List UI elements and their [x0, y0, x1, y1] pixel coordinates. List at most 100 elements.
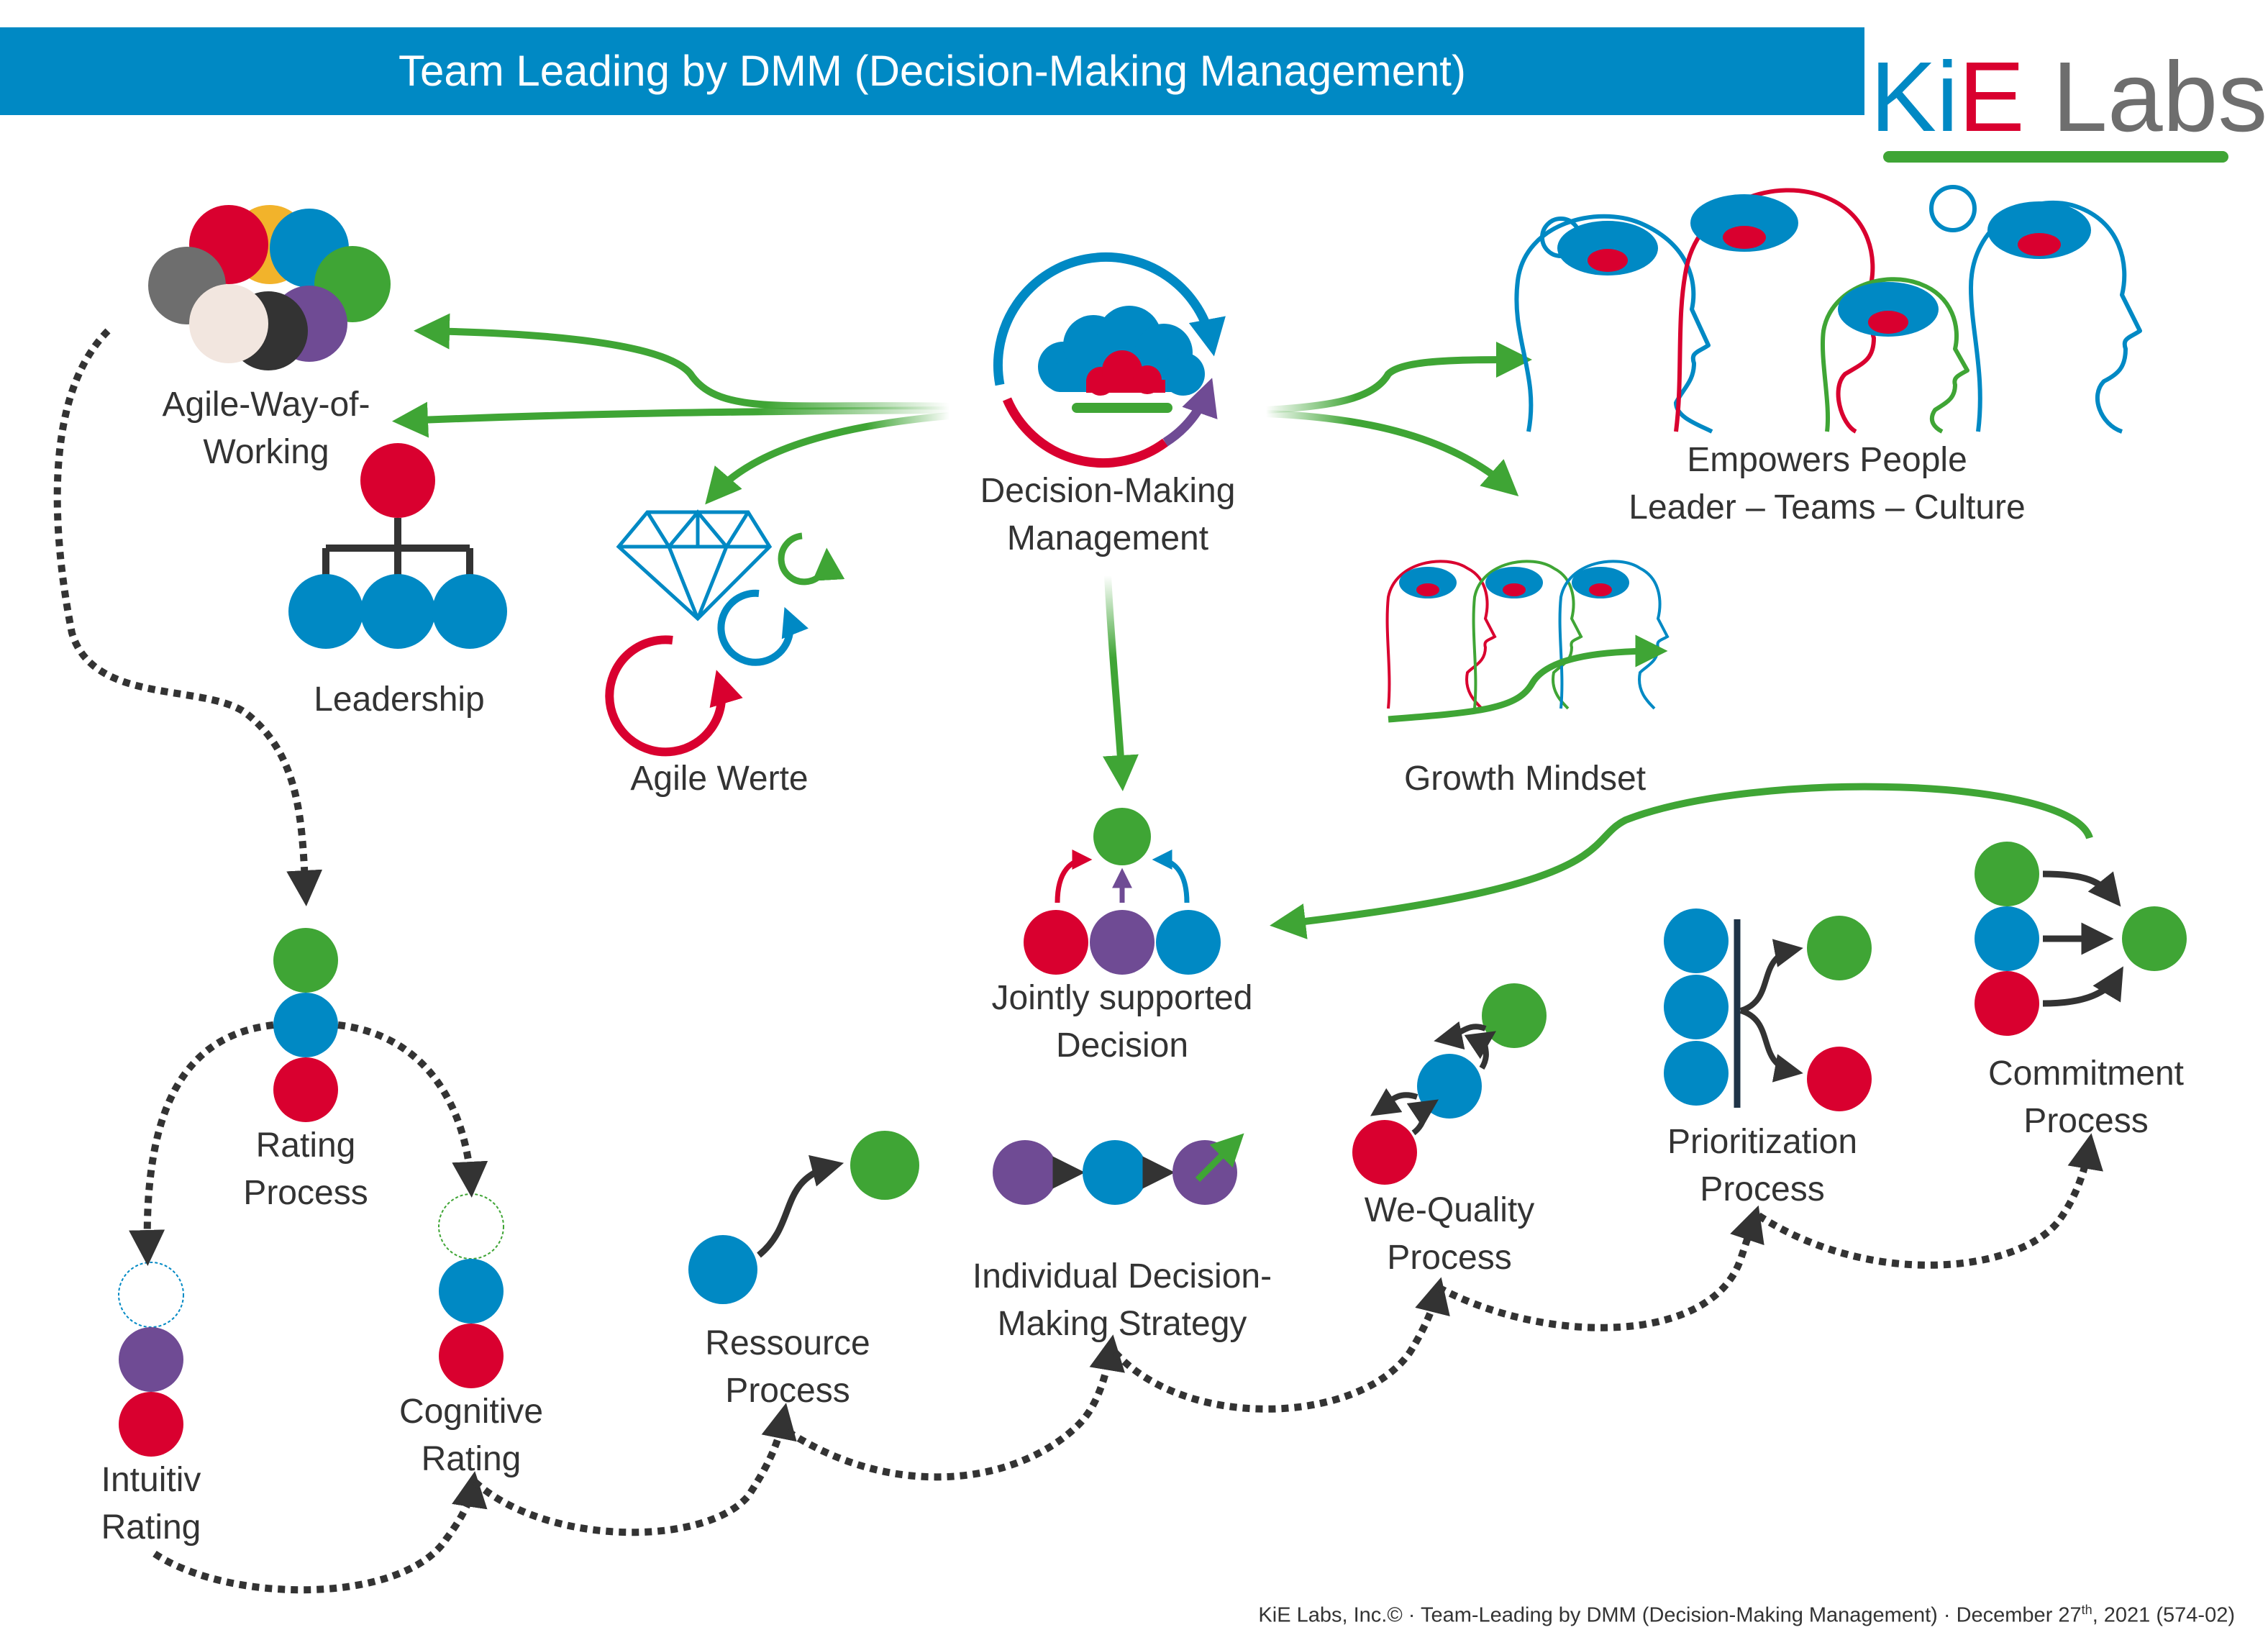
head-outline-red-icon — [1385, 560, 1497, 710]
head-outline-blue-icon — [1558, 560, 1670, 710]
head-green-icon — [1820, 277, 1969, 434]
footer-text-end: , 2021 (574-02) — [2092, 1603, 2235, 1627]
dotted-rating-to-cognitive — [337, 1021, 488, 1198]
label-jointly-line2: Decision — [1055, 1026, 1189, 1065]
individual-strategy-icon — [993, 1133, 1244, 1205]
label-cognitive: Cognitive Rating — [360, 1388, 583, 1483]
arrow-to-agile-werte — [705, 412, 950, 505]
label-growth-line1: Growth Mindset — [1403, 760, 1647, 798]
dmm-arrows — [392, 313, 2093, 939]
dotted-connectors — [53, 328, 2103, 1594]
label-intuitiv: Intuitiv Rating — [50, 1457, 252, 1552]
label-cognitive-line1: Cognitive — [399, 1393, 544, 1431]
label-ressource-line1: Ressource — [705, 1324, 870, 1362]
label-individual-line2: Making Strategy — [997, 1305, 1247, 1343]
footer-text: KiE Labs, Inc.© · Team-Leading by DMM (D… — [1258, 1603, 2082, 1627]
head-outline-green-icon — [1472, 560, 1583, 710]
label-ressource: Ressource Process — [669, 1320, 906, 1415]
label-wequality: We-Quality Process — [1331, 1187, 1568, 1282]
label-rating-line1: Rating — [255, 1126, 356, 1165]
dotted-intuitiv-to-cognitive — [152, 1471, 488, 1594]
brain-cloud-icon — [1038, 306, 1205, 413]
label-empowers: Empowers People Leader – Teams – Culture — [1582, 437, 2072, 532]
dotted-prioritization-to-commitment — [1757, 1133, 2103, 1269]
prioritization-icon — [1664, 908, 1872, 1111]
label-cognitive-line2: Rating — [421, 1440, 522, 1478]
footer-sup: th — [2081, 1603, 2092, 1617]
arrow-to-agile-way-top — [414, 313, 950, 410]
label-dmm: Decision-Making Management — [949, 468, 1266, 563]
page-title: Team Leading by DMM (Decision-Making Man… — [399, 47, 1466, 95]
logo-ki: Ki — [1870, 42, 1959, 152]
label-agile-way-line1: Agile-Way-of- — [162, 386, 370, 424]
commitment-icon — [1975, 842, 2187, 1036]
rating-process-icon — [273, 928, 338, 1122]
label-ressource-line2: Process — [725, 1372, 850, 1410]
empowers-people-icon — [1514, 185, 2142, 434]
label-prioritization: Prioritization Process — [1626, 1119, 1899, 1213]
jointly-icon — [1024, 808, 1221, 975]
dotted-wequality-to-prioritization — [1436, 1205, 1764, 1331]
intuitiv-rating-icon — [118, 1262, 184, 1457]
red-cycle-icon — [605, 635, 743, 757]
kie-labs-logo: KiE Labs — [1870, 42, 2267, 163]
agile-werte-icon — [605, 509, 845, 757]
label-empowers-line2: Leader – Teams – Culture — [1629, 488, 2026, 527]
footer: KiE Labs, Inc.© · Team-Leading by DMM (D… — [1258, 1603, 2235, 1628]
label-agile-werte: Agile Werte — [590, 755, 849, 803]
arrow-to-agile-way-bottom — [392, 401, 950, 438]
label-commitment-line1: Commitment — [1987, 1055, 2185, 1093]
label-jointly-line1: Jointly supported — [991, 979, 1253, 1017]
label-rating-line2: Process — [243, 1174, 368, 1212]
label-commitment-line2: Process — [2023, 1102, 2149, 1140]
dotted-rating-to-intuitiv — [129, 1021, 274, 1266]
label-agile-way-line2: Working — [203, 433, 329, 471]
arrow-to-empowers — [1265, 342, 1532, 414]
label-rating: Rating Process — [201, 1122, 410, 1217]
label-individual-line1: Individual Decision- — [972, 1257, 1272, 1295]
label-growth: Growth Mindset — [1345, 755, 1705, 803]
label-dmm-line2: Management — [1006, 519, 1209, 557]
label-prioritization-line2: Process — [1700, 1170, 1825, 1208]
ressource-icon — [688, 1131, 919, 1304]
label-agile-werte-line1: Agile Werte — [630, 760, 809, 798]
label-intuitiv-line2: Rating — [101, 1508, 201, 1547]
label-prioritization-line1: Prioritization — [1667, 1123, 1858, 1161]
label-wequality-line2: Process — [1387, 1239, 1512, 1277]
cognitive-rating-icon — [438, 1193, 504, 1388]
green-cycle-icon — [778, 532, 845, 586]
logo-labs: Labs — [2024, 42, 2268, 152]
logo-text: KiE Labs — [1870, 42, 2267, 152]
label-agile-way: Agile-Way-of- Working — [122, 381, 410, 476]
label-jointly: Jointly supported Decision — [957, 975, 1288, 1070]
dotted-agile-to-rating — [53, 328, 323, 906]
blue-cycle-icon — [717, 589, 809, 666]
label-leadership-line1: Leadership — [314, 680, 485, 719]
leadership-icon — [288, 443, 507, 649]
growth-mindset-icon — [1385, 560, 1670, 723]
label-dmm-line1: Decision-Making — [980, 472, 1236, 510]
diamond-icon — [616, 509, 773, 621]
label-wequality-line1: We-Quality — [1364, 1191, 1535, 1229]
head-red-icon — [1674, 188, 1890, 434]
dmm-icon — [993, 252, 1226, 468]
growth-arrow — [1388, 634, 1668, 723]
label-individual: Individual Decision- Making Strategy — [935, 1253, 1309, 1348]
brain-clouds-icons — [1557, 194, 2091, 337]
label-leadership: Leadership — [273, 676, 525, 724]
label-empowers-line1: Empowers People — [1687, 441, 1967, 479]
arrow-commitment-to-jointly — [1270, 783, 2093, 939]
head-blue-right-icon — [1929, 185, 2142, 434]
logo-e: E — [1958, 42, 2025, 152]
arrow-to-growth — [1265, 410, 1519, 496]
we-quality-icon — [1352, 983, 1547, 1185]
dotted-cognitive-to-ressource — [472, 1403, 797, 1536]
header-bar: Team Leading by DMM (Decision-Making Man… — [0, 27, 1864, 115]
label-intuitiv-line1: Intuitiv — [101, 1461, 201, 1499]
dotted-individual-to-wequality — [1112, 1277, 1450, 1413]
logo-underline — [1883, 151, 2228, 163]
dotted-ressource-to-individual — [785, 1334, 1125, 1481]
agile-way-circles-icon — [148, 205, 391, 370]
label-commitment: Commitment Process — [1949, 1050, 2223, 1145]
